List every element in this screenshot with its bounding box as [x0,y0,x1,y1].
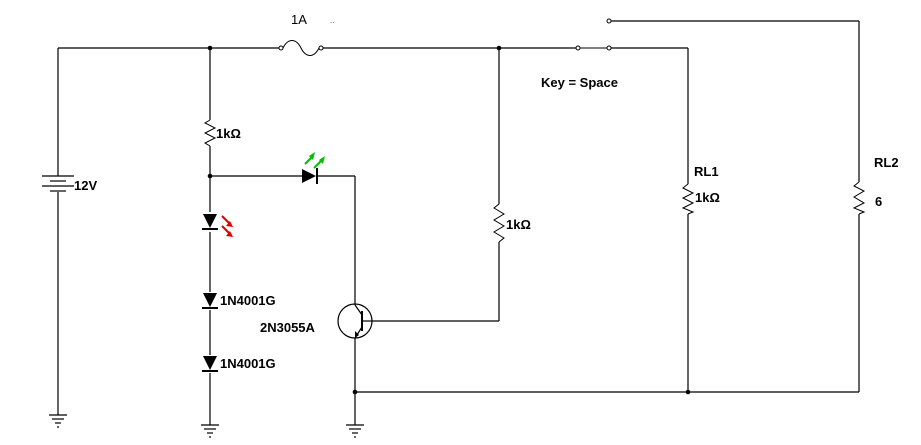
junction-dot [352,389,358,395]
transistor-model-label: 2N3055A [260,320,316,335]
junction-dot [496,45,502,51]
ground-symbol-emitter [346,424,364,438]
resistor-top-left: 1kΩ [203,119,241,147]
switch-key-label: Key = Space [541,75,618,90]
diode-d2: 1N4001G [202,356,276,372]
resistor-rl2: RL2 6 [852,155,899,215]
junction-dot [207,45,213,51]
fuse-rating-label: 1A [291,12,307,27]
transistor-2n3055a: 2N3055A [260,303,373,339]
rl2-value-label: 6 [875,194,882,209]
rl2-name-label: RL2 [874,155,899,170]
junction-dot [685,389,691,395]
junction-dot [207,173,213,179]
diode-d2-label: 1N4001G [220,356,276,371]
diode-d1-label: 1N4001G [220,293,276,308]
spdt-switch: Key = Space [541,18,618,90]
battery-voltage-label: 12V [74,178,97,193]
battery-12v: 12V [42,175,97,193]
red-led [202,214,233,237]
fuse-tag: .. [330,16,334,25]
rl1-value-label: 1kΩ [695,190,720,205]
resistor-rl1: RL1 1kΩ [681,164,720,215]
resistor-base-value: 1kΩ [506,217,531,232]
green-led [302,152,325,184]
ground-symbol-battery [49,414,67,428]
ground-symbol-diodes [201,424,219,438]
resistor-base: 1kΩ [493,203,531,243]
diode-d1: 1N4001G [202,293,276,309]
fuse: 1A .. [278,12,334,56]
junction-dots [207,45,691,395]
rl1-name-label: RL1 [694,164,719,179]
wires [57,20,860,425]
resistor-top-left-value: 1kΩ [216,126,241,141]
